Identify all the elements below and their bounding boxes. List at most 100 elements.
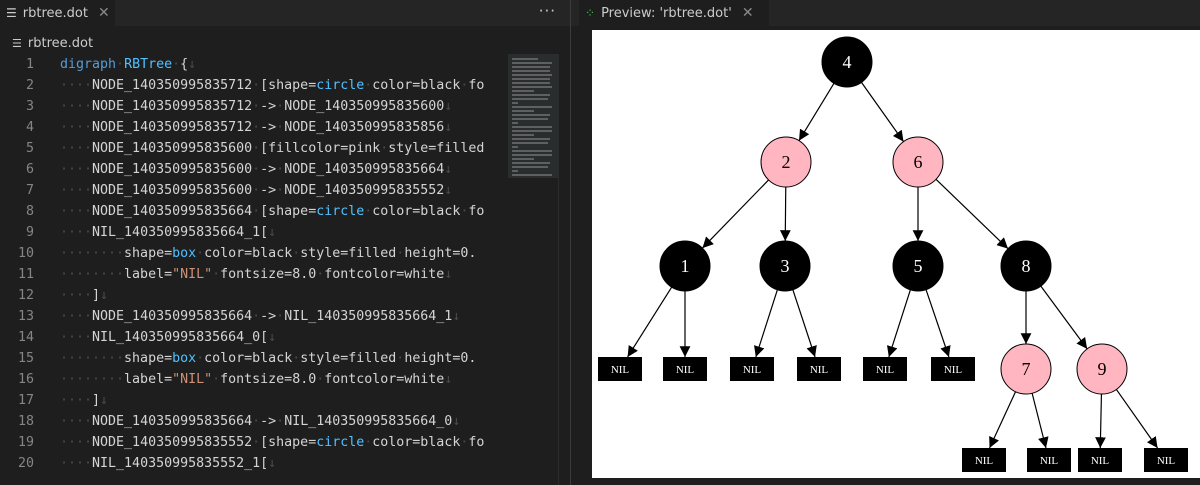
line-number: 1 bbox=[25, 57, 34, 72]
code-token: · bbox=[252, 120, 261, 135]
code-token: · bbox=[276, 309, 285, 324]
code-line[interactable]: 16········label="NIL"·fontsize=8.0·fontc… bbox=[0, 369, 508, 390]
tab-preview[interactable]: ⁘ Preview: 'rbtree.dot' ✕ bbox=[579, 0, 769, 26]
minimap-line bbox=[512, 126, 552, 128]
code-line[interactable]: 20····NIL_140350995835552_1[↓ bbox=[0, 453, 508, 474]
nil-leaf: NIL bbox=[663, 357, 707, 381]
edge-n1-nil1a bbox=[627, 286, 673, 358]
node-label: 3 bbox=[781, 256, 790, 276]
minimap-line bbox=[512, 134, 534, 136]
code-token: · bbox=[116, 57, 125, 72]
code-text: ····]↓ bbox=[60, 285, 108, 306]
code-line[interactable]: 5····NODE_140350995835600·[fillcolor=pin… bbox=[0, 138, 508, 159]
tree-node-1: 1 bbox=[659, 240, 711, 292]
code-token: ] bbox=[92, 288, 101, 303]
code-line[interactable]: 10········shape=box·color=black·style=fi… bbox=[0, 243, 508, 264]
code-token: fontsize=8.0 bbox=[220, 372, 317, 387]
breadcrumb[interactable]: ☰ rbtree.dot bbox=[12, 33, 93, 53]
code-token: ········ bbox=[60, 372, 125, 387]
code-token: · bbox=[252, 99, 261, 114]
nil-label: NIL bbox=[1157, 455, 1176, 467]
code-line[interactable]: 18····NODE_140350995835664·->·NIL_140350… bbox=[0, 411, 508, 432]
more-actions-button[interactable]: ··· bbox=[538, 2, 556, 20]
minimap[interactable] bbox=[508, 54, 558, 178]
nil-box bbox=[598, 357, 642, 381]
code-token: "NIL" bbox=[172, 267, 213, 282]
code-token: [shape= bbox=[260, 78, 317, 93]
nil-leaf: NIL bbox=[863, 357, 907, 381]
code-token: ···· bbox=[60, 225, 93, 240]
code-line[interactable]: 17····]↓ bbox=[0, 390, 508, 411]
code-token: · bbox=[276, 120, 285, 135]
line-number: 13 bbox=[17, 309, 34, 324]
code-line[interactable]: 9 ····NIL_140350995835664_1[↓ bbox=[0, 222, 508, 243]
node-label: 5 bbox=[914, 256, 923, 276]
code-token: NODE_140350995835664 bbox=[92, 414, 253, 429]
nil-leaf: NIL bbox=[931, 357, 975, 381]
code-token: NIL_140350995835664_1[ bbox=[92, 225, 269, 240]
nil-label: NIL bbox=[743, 364, 762, 376]
nil-leaf: NIL bbox=[1144, 448, 1188, 472]
line-number: 20 bbox=[17, 456, 34, 471]
code-token: ···· bbox=[60, 309, 93, 324]
edge-n5-nil5b bbox=[925, 289, 951, 358]
graph-preview-icon: ⁘ bbox=[585, 6, 596, 20]
code-token: NODE_140350995835600 bbox=[92, 141, 253, 156]
code-line[interactable]: 19····NODE_140350995835552·[shape=circle… bbox=[0, 432, 508, 453]
vertical-scrollbar[interactable] bbox=[558, 54, 570, 485]
tab-rbtree-dot[interactable]: ☰ rbtree.dot ✕ bbox=[0, 0, 115, 26]
nil-label: NIL bbox=[1040, 455, 1059, 467]
code-token: RBTree bbox=[124, 57, 173, 72]
code-line[interactable]: 11········label="NIL"·fontsize=8.0·fontc… bbox=[0, 264, 508, 285]
code-line[interactable]: 13····NODE_140350995835664·->·NIL_140350… bbox=[0, 306, 508, 327]
code-token: ···· bbox=[60, 456, 93, 471]
code-line[interactable]: 4····NODE_140350995835712·->·NODE_140350… bbox=[0, 117, 508, 138]
code-line[interactable]: 15········shape=box·color=black·style=fi… bbox=[0, 348, 508, 369]
code-token: ···· bbox=[60, 435, 93, 450]
code-token: fo bbox=[468, 435, 485, 450]
edge-n4-n2 bbox=[798, 83, 835, 141]
code-line[interactable]: 12····]↓ bbox=[0, 285, 508, 306]
code-line[interactable]: 2····NODE_140350995835712·[shape=circle·… bbox=[0, 75, 508, 96]
minimap-line bbox=[512, 122, 518, 124]
code-token: NODE_140350995835664 bbox=[92, 204, 253, 219]
nil-label: NIL bbox=[810, 364, 829, 376]
code-token: fo bbox=[468, 78, 485, 93]
code-token: ···· bbox=[60, 204, 93, 219]
node-circle bbox=[892, 136, 944, 188]
code-text: ········shape=box·color=black·style=fill… bbox=[60, 243, 476, 264]
edge-n7-nil7b bbox=[1031, 393, 1049, 449]
code-line[interactable]: 14····NIL_140350995835664_0[↓ bbox=[0, 327, 508, 348]
close-icon[interactable]: ✕ bbox=[97, 5, 110, 21]
pane-divider[interactable] bbox=[570, 0, 571, 485]
code-token: ↓ bbox=[188, 57, 197, 72]
line-number: 9 bbox=[25, 225, 34, 240]
code-token: ↓ bbox=[444, 120, 453, 135]
code-text: ····NIL_140350995835664_1[↓ bbox=[60, 222, 276, 243]
breadcrumb-file[interactable]: rbtree.dot bbox=[27, 35, 94, 51]
code-token: · bbox=[252, 78, 261, 93]
tree-node-9: 9 bbox=[1076, 343, 1128, 395]
code-token: · bbox=[252, 183, 261, 198]
code-token: · bbox=[364, 78, 373, 93]
code-line[interactable]: 7····NODE_140350995835600·->·NODE_140350… bbox=[0, 180, 508, 201]
nil-leaf: NIL bbox=[1078, 448, 1122, 472]
code-token: { bbox=[180, 57, 189, 72]
code-token: · bbox=[252, 435, 261, 450]
code-text: digraph·RBTree·{↓ bbox=[60, 54, 196, 75]
code-token: [shape= bbox=[260, 204, 317, 219]
nil-box bbox=[663, 357, 707, 381]
close-icon[interactable]: ✕ bbox=[741, 5, 754, 21]
code-token: [fillcolor=pink bbox=[260, 141, 381, 156]
code-line[interactable]: 6····NODE_140350995835600·->·NODE_140350… bbox=[0, 159, 508, 180]
node-circle bbox=[760, 136, 812, 188]
line-number: 6 bbox=[25, 162, 34, 177]
code-token: color=black bbox=[372, 435, 461, 450]
code-line[interactable]: 3····NODE_140350995835712·->·NODE_140350… bbox=[0, 96, 508, 117]
code-token: · bbox=[292, 351, 301, 366]
node-circle bbox=[659, 240, 711, 292]
code-text: ····NODE_140350995835664·[shape=circle·c… bbox=[60, 201, 484, 222]
code-line[interactable]: 8····NODE_140350995835664·[shape=circle·… bbox=[0, 201, 508, 222]
